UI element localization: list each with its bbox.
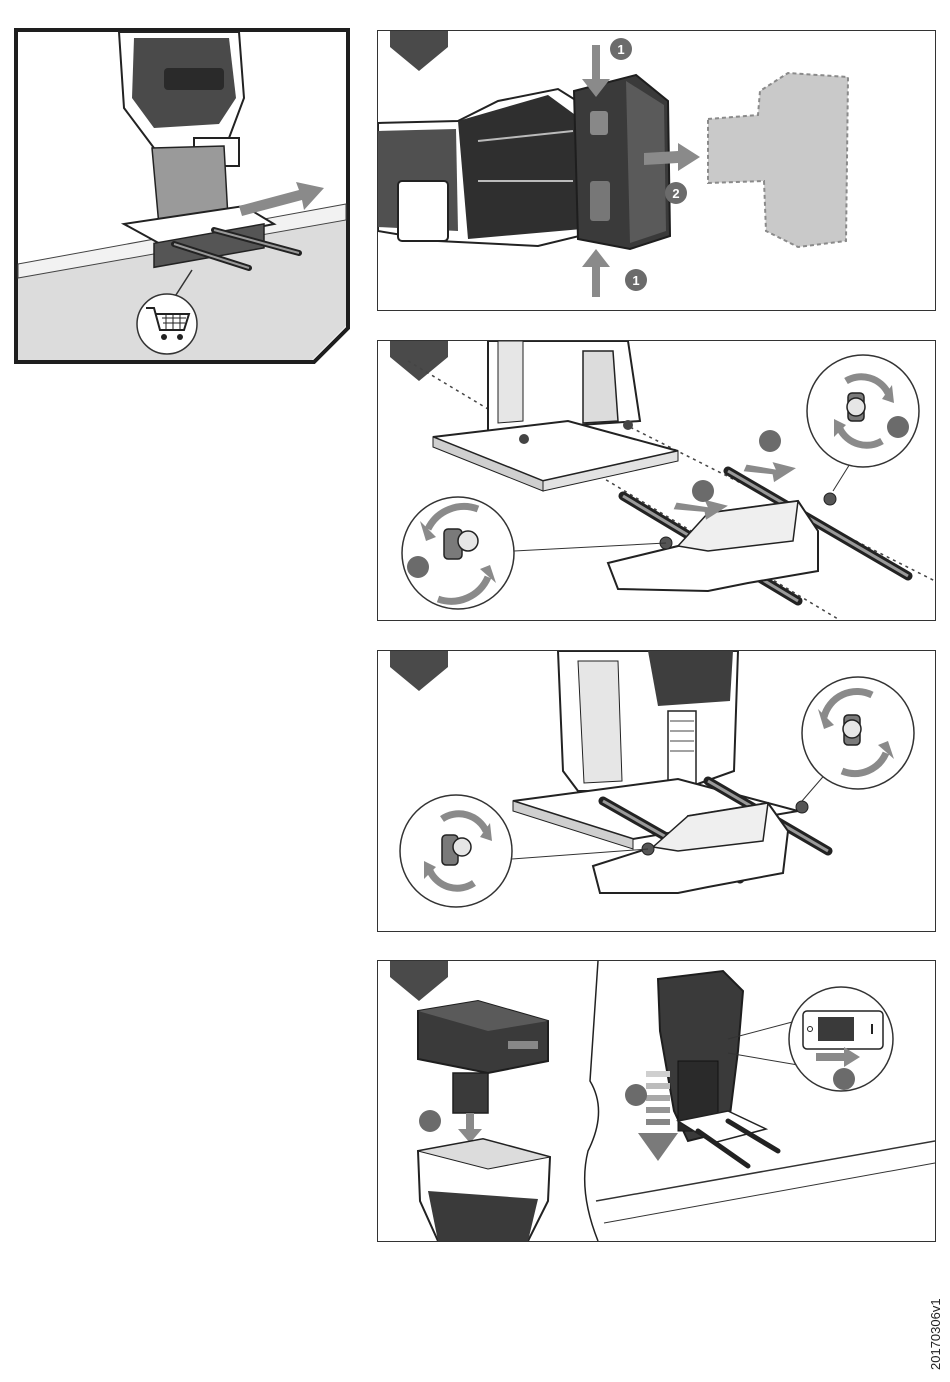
on-off-switch-detail (789, 987, 893, 1091)
router-on-workpiece (658, 971, 778, 1166)
thumb-screw-detail-left (400, 795, 512, 907)
document-code: 20170306v1 (926, 1290, 946, 1380)
press-arrow-bottom (582, 249, 610, 297)
thumb-screw-detail-left (402, 497, 514, 609)
document-code-text: 20170306v1 (928, 1298, 943, 1370)
step-2-panel (377, 340, 936, 621)
svg-text:1: 1 (617, 42, 624, 57)
step-3-panel (377, 650, 936, 932)
shopping-cart-icon (137, 294, 197, 354)
step-1-svg: 1 2 1 (378, 31, 935, 310)
callout-dot (419, 1110, 441, 1132)
thumb-screw-detail-right (802, 677, 914, 789)
step-4-svg (378, 961, 935, 1241)
battery-pack (418, 1001, 548, 1113)
removed-battery-ghost (708, 73, 848, 247)
step-marker (390, 651, 448, 691)
svg-text:2: 2 (672, 186, 679, 201)
workpiece-edge (604, 1163, 935, 1223)
step-3-svg (378, 651, 935, 931)
overview-svg (14, 28, 354, 364)
callout-dot (625, 1084, 647, 1106)
panel-divider (585, 961, 599, 1241)
callout-dot (759, 430, 781, 452)
step-4-panel (377, 960, 936, 1242)
callout-1-bottom: 1 (625, 269, 647, 291)
parallel-guide (608, 471, 908, 601)
step-marker (390, 31, 448, 71)
callout-dot (692, 480, 714, 502)
router-body (418, 1139, 550, 1241)
callout-2: 2 (665, 182, 687, 204)
thumb-screw-detail-right (807, 355, 919, 467)
svg-text:1: 1 (632, 273, 639, 288)
step-2-svg (378, 341, 935, 620)
step-marker (390, 341, 448, 381)
overview-illustration (14, 28, 354, 364)
step-marker (390, 961, 448, 1001)
callout-1-top: 1 (610, 38, 632, 60)
insert-arrow (458, 1113, 482, 1143)
router-body (378, 89, 600, 246)
callout-leader (514, 543, 666, 551)
router-base (433, 341, 678, 491)
step-1-panel: 1 2 1 (377, 30, 936, 311)
workpiece-edge (596, 1141, 935, 1201)
callout-leader (728, 1053, 798, 1065)
